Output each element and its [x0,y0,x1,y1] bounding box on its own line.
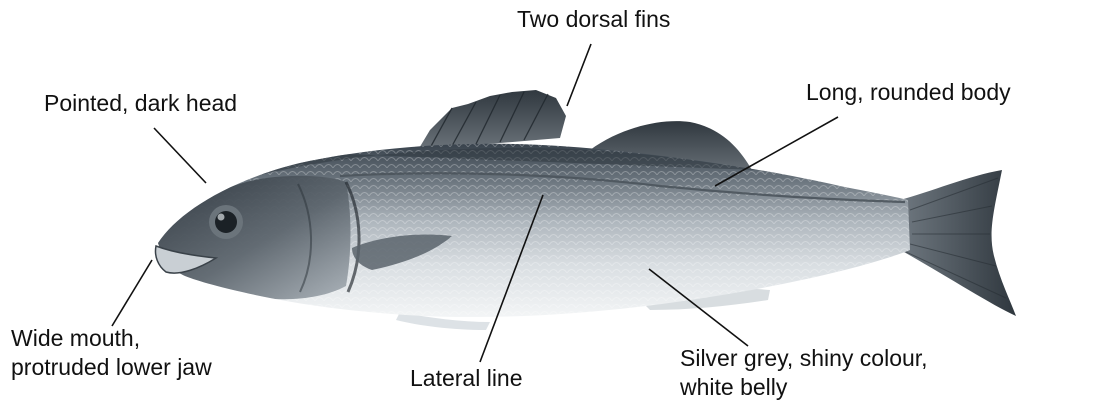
fish-head [150,176,351,299]
label-pointed-dark-head-text: Pointed, dark head [44,89,237,118]
label-wide-mouth: Wide mouth, protruded lower jaw [11,324,212,382]
label-silver-grey-line1: Silver grey, shiny colour, [680,344,928,373]
label-wide-mouth-line2: protruded lower jaw [11,353,212,382]
label-lateral-line: Lateral line [410,364,523,393]
label-silver-grey-line2: white belly [680,373,928,402]
leader-line-head [154,128,206,183]
label-wide-mouth-line1: Wide mouth, [11,324,212,353]
label-two-dorsal-fins: Two dorsal fins [517,5,670,34]
leader-line-dorsal [567,44,591,106]
label-two-dorsal-fins-text: Two dorsal fins [517,5,670,34]
first-dorsal-fin [418,90,566,150]
label-long-rounded-body: Long, rounded body [806,78,1011,107]
label-pointed-dark-head: Pointed, dark head [44,89,237,118]
leader-line-mouth [112,260,152,326]
label-lateral-line-text: Lateral line [410,364,523,393]
label-long-rounded-body-text: Long, rounded body [806,78,1011,107]
label-silver-grey-colour: Silver grey, shiny colour, white belly [680,344,928,402]
